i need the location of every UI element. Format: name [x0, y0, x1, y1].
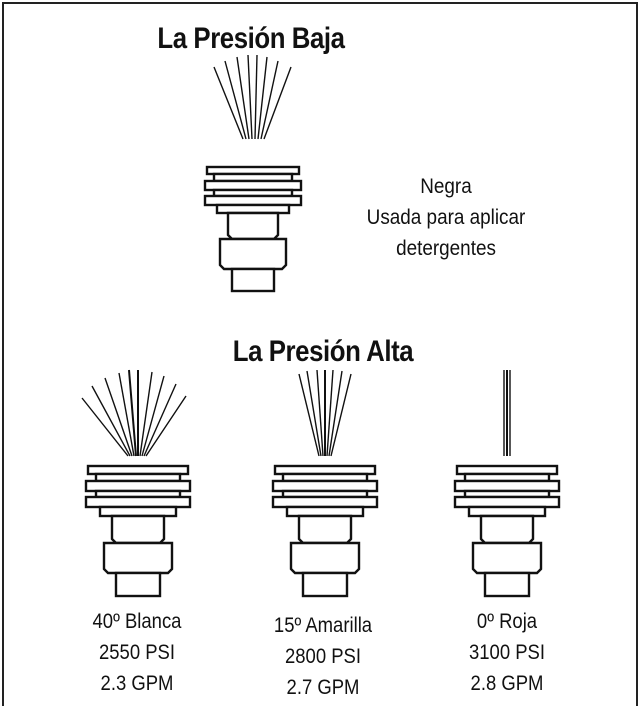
- white-nozzle-angle: 40º Blanca: [92, 610, 182, 633]
- white-nozzle-icon: [81, 369, 192, 598]
- white-nozzle-flow: 2.3 GPM: [100, 672, 174, 695]
- yellow-nozzle-specs: 15º Amarilla 2800 PSI 2.7 GPM: [244, 610, 402, 703]
- yellow-nozzle-flow: 2.7 GPM: [286, 676, 360, 699]
- high-pressure-heading: La Presión Alta: [232, 335, 414, 368]
- black-nozzle-use: Usada para aplicar: [366, 206, 526, 229]
- black-nozzle-description: Negra Usada para aplicar detergentes: [329, 171, 563, 264]
- black-nozzle-use-cont: detergentes: [396, 237, 496, 260]
- white-nozzle-specs: 40º Blanca 2550 PSI 2.3 GPM: [58, 606, 216, 699]
- yellow-nozzle-icon: [271, 369, 379, 598]
- red-nozzle-pressure: 3100 PSI: [468, 641, 546, 664]
- red-nozzle-angle: 0º Roja: [476, 610, 538, 633]
- black-nozzle-color: Negra: [420, 175, 472, 198]
- white-nozzle-pressure: 2550 PSI: [98, 641, 176, 664]
- low-pressure-heading: La Presión Baja: [157, 22, 345, 55]
- black-nozzle-icon: [203, 54, 303, 293]
- yellow-nozzle-angle: 15º Amarilla: [273, 614, 373, 637]
- red-nozzle-icon: [453, 370, 561, 598]
- yellow-nozzle-pressure: 2800 PSI: [284, 645, 362, 668]
- red-nozzle-flow: 2.8 GPM: [470, 672, 544, 695]
- red-nozzle-specs: 0º Roja 3100 PSI 2.8 GPM: [428, 606, 586, 699]
